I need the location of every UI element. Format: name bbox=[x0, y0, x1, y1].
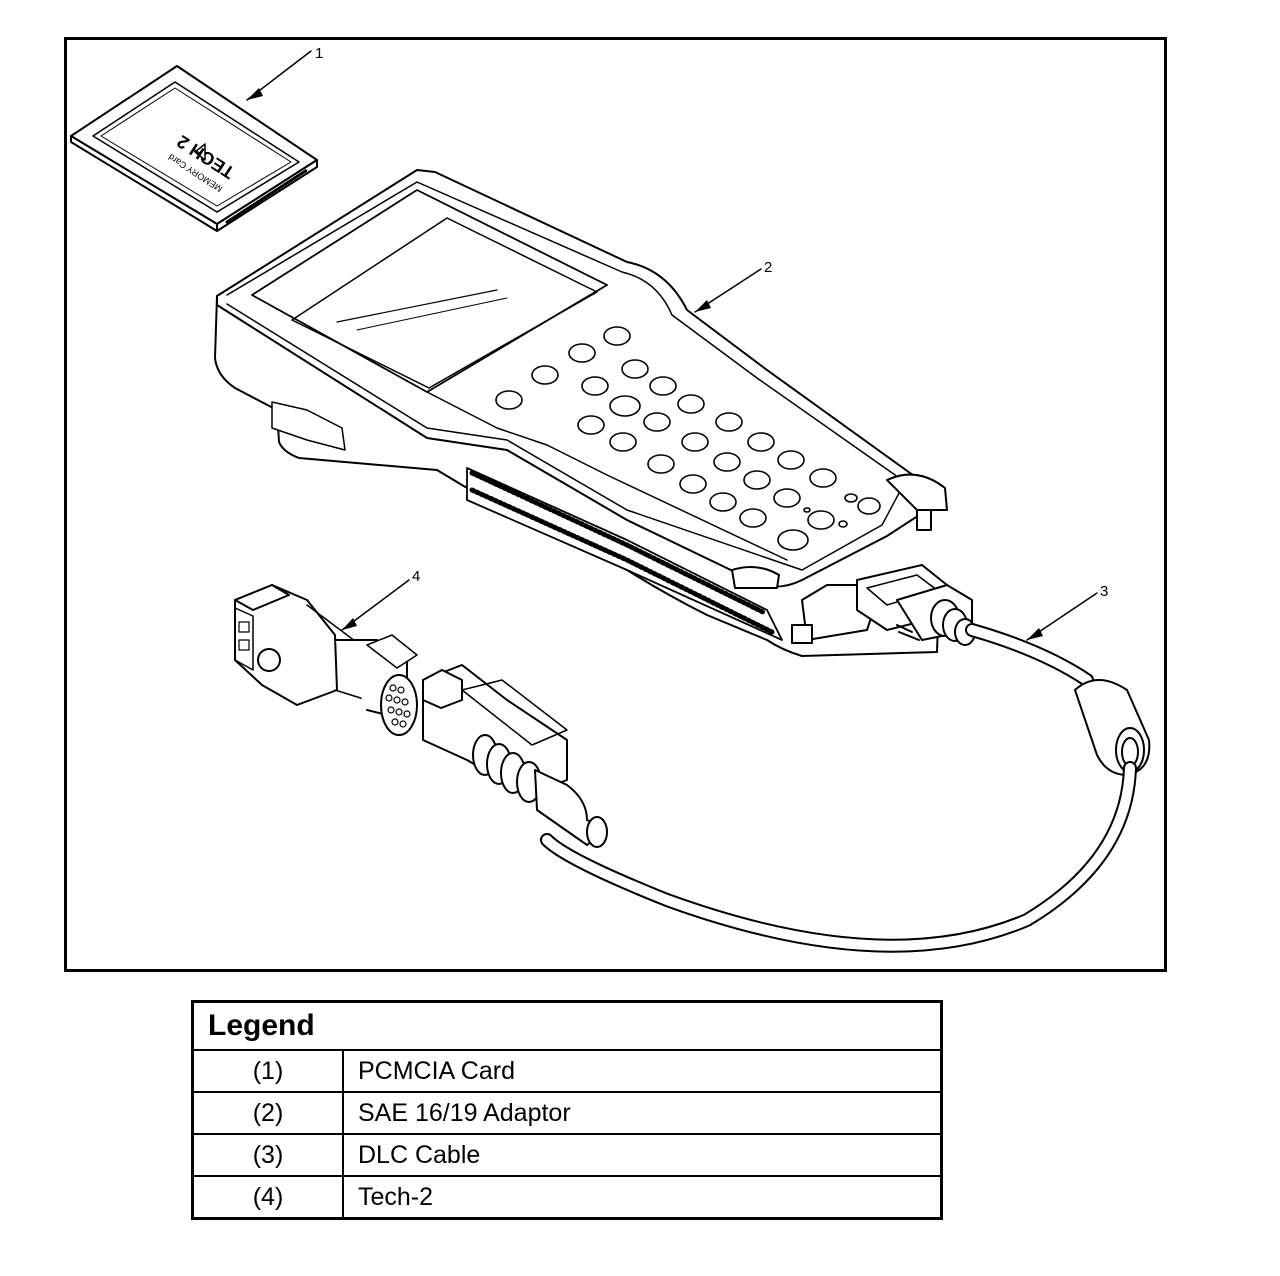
callout-3: 3 bbox=[1100, 583, 1108, 600]
legend-row: (1) PCMCIA Card bbox=[191, 1049, 943, 1093]
figure-frame: TECH 2 MEMORY Card bbox=[64, 37, 1167, 972]
legend-desc: SAE 16/19 Adaptor bbox=[342, 1091, 943, 1135]
legend-num: (2) bbox=[191, 1091, 344, 1135]
callout-leaders bbox=[246, 50, 1098, 641]
pcmcia-card: TECH 2 MEMORY Card bbox=[70, 65, 318, 232]
tech2-handheld bbox=[214, 169, 948, 657]
legend-row: (4) Tech-2 bbox=[191, 1175, 943, 1220]
legend-title: Legend bbox=[191, 1000, 943, 1051]
dlc-vehicle-connector bbox=[422, 664, 608, 848]
legend-desc: Tech-2 bbox=[342, 1175, 943, 1220]
keypad bbox=[495, 326, 881, 551]
legend-table: Legend (1) PCMCIA Card (2) SAE 16/19 Ada… bbox=[191, 1000, 943, 1220]
sae-adaptor bbox=[234, 584, 418, 736]
callout-1: 1 bbox=[315, 45, 323, 62]
legend-num: (3) bbox=[191, 1133, 344, 1177]
callout-4: 4 bbox=[412, 568, 420, 585]
dlc-cable bbox=[540, 623, 1151, 953]
legend-row: (2) SAE 16/19 Adaptor bbox=[191, 1091, 943, 1135]
legend-header-row: Legend bbox=[191, 1000, 943, 1051]
legend-num: (1) bbox=[191, 1049, 344, 1093]
legend-row: (3) DLC Cable bbox=[191, 1133, 943, 1177]
legend-desc: PCMCIA Card bbox=[342, 1049, 943, 1093]
callout-2: 2 bbox=[764, 259, 772, 276]
legend-desc: DLC Cable bbox=[342, 1133, 943, 1177]
tech2-kit-illustration: TECH 2 MEMORY Card bbox=[70, 45, 1151, 953]
legend-num: (4) bbox=[191, 1175, 344, 1220]
